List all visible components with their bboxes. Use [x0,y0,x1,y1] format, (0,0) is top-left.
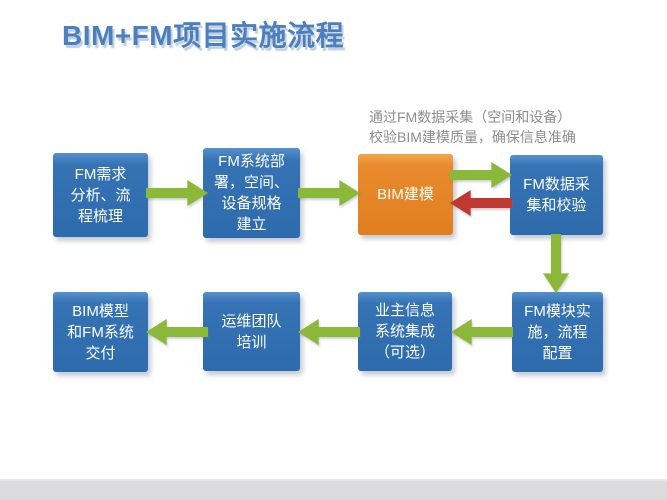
flow-box-fm-module-implementation: FM模块实 施，流程 配置 [512,292,603,372]
arrow-right-icon [298,178,360,208]
arrow-right-icon [450,160,512,190]
flow-box-bim-fm-delivery: BIM模型 和FM系统 交付 [53,292,148,372]
flow-box-owner-system-integration: 业主信息 系统集成 （可选） [358,292,452,371]
page-title: BIM+FM项目实施流程 [62,20,345,51]
flow-box-operations-team-training: 运维团队 培训 [203,292,300,371]
flow-box-fm-requirements: FM需求 分析、流 程梳理 [53,153,148,237]
flow-box-bim-modeling: BIM建模 [358,154,453,235]
arrow-right-icon [146,178,208,208]
arrow-left-icon [298,317,360,347]
arrow-left-red-icon [450,188,512,218]
arrow-left-icon [451,317,513,347]
flow-box-fm-system-deploy: FM系统部 署，空间、 设备规格 建立 [203,148,300,238]
arrow-left-icon [146,317,208,347]
flow-box-fm-data-collection: FM数据采 集和校验 [510,155,603,235]
annotation-note: 通过FM数据采集（空间和设备） 校验BIM建模质量，确保信息准确 [369,109,576,145]
arrow-down-icon [541,234,571,293]
footer-bar [0,479,667,500]
